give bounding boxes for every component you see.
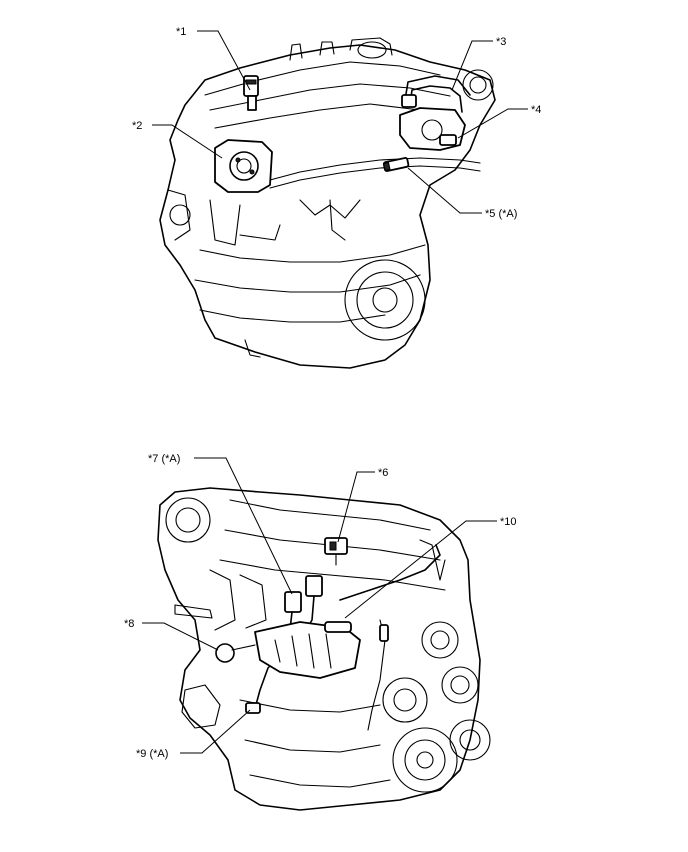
leader-10 bbox=[344, 520, 497, 619]
callout-10: *10 bbox=[500, 516, 517, 528]
component-4-valve bbox=[399, 107, 466, 151]
leader-9 bbox=[180, 709, 251, 754]
component-10-pipe bbox=[339, 544, 441, 642]
leader-2 bbox=[152, 124, 223, 159]
callout-8: *8 bbox=[124, 618, 134, 630]
engine-top-view-illustration bbox=[159, 37, 496, 369]
leader-1 bbox=[197, 30, 251, 91]
component-8-egr-cooler bbox=[215, 621, 361, 679]
callout-7: *7 (*A) bbox=[148, 453, 180, 465]
callout-1: *1 bbox=[176, 26, 186, 38]
leader-6 bbox=[337, 471, 375, 543]
leader-7 bbox=[194, 457, 293, 595]
component-2-valve bbox=[214, 139, 273, 193]
callout-2: *2 bbox=[132, 120, 142, 132]
component-6-switch bbox=[324, 537, 348, 566]
component-1-sensor bbox=[243, 75, 259, 111]
callout-5: *5 (*A) bbox=[485, 208, 517, 220]
leader-3 bbox=[451, 40, 493, 91]
callout-9: *9 (*A) bbox=[136, 748, 168, 760]
component-5-sensor bbox=[382, 157, 410, 172]
leader-5 bbox=[407, 167, 482, 214]
callout-3: *3 bbox=[496, 36, 506, 48]
leader-8 bbox=[142, 622, 219, 651]
callout-4: *4 bbox=[531, 104, 541, 116]
component-3-harness bbox=[401, 75, 471, 113]
engine-side-view-illustration bbox=[157, 487, 491, 811]
callout-6: *6 bbox=[378, 467, 388, 479]
leader-lines bbox=[142, 30, 528, 754]
leader-4 bbox=[457, 108, 528, 139]
